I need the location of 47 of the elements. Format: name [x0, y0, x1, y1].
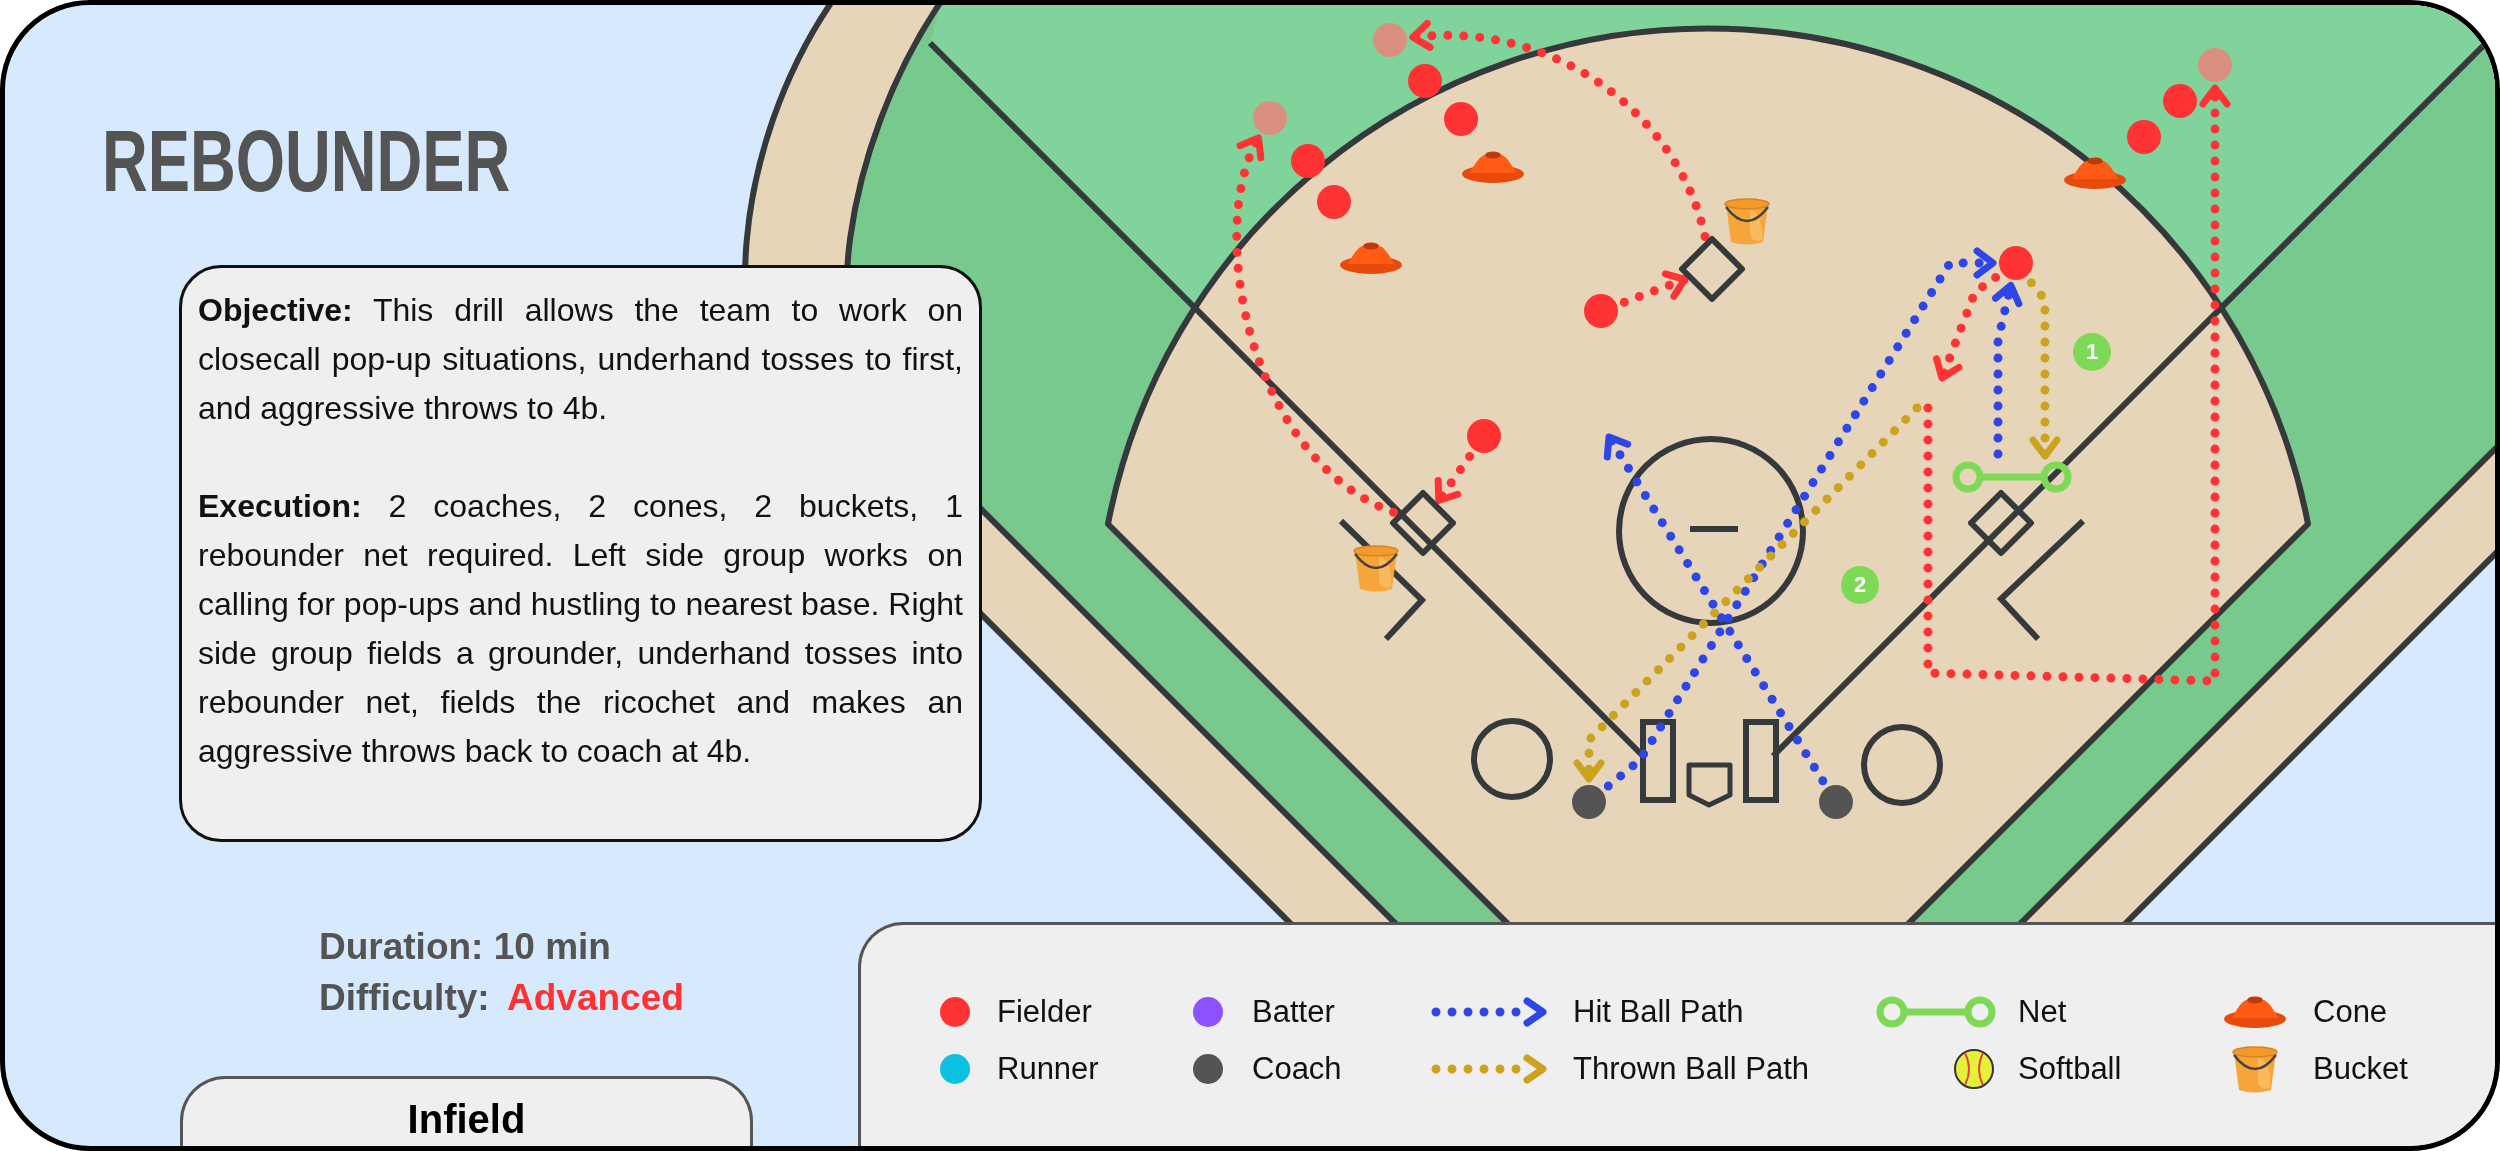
hit-ball-path-arrow	[1603, 247, 1998, 791]
hit-ball-path-arrow	[1991, 280, 2023, 459]
legend-label: Runner	[997, 1051, 1099, 1087]
fielder-dot	[1584, 294, 1618, 328]
fielder-dot	[1291, 144, 1325, 178]
hit-ball-path-arrow	[1603, 432, 1828, 786]
fielder-dot	[1444, 102, 1478, 136]
difficulty-label: Difficulty:	[319, 976, 490, 1020]
legend-label: Hit Ball Path	[1573, 994, 1744, 1030]
base-diamond	[1679, 236, 1745, 302]
legend-label: Softball	[2018, 1051, 2122, 1087]
thrown-ball-path-arrow	[1573, 403, 1922, 784]
fielder-dot	[1317, 185, 1351, 219]
fielder-dot	[2127, 120, 2161, 154]
fielder-dot	[1408, 64, 1442, 98]
running-path-arrow	[1933, 272, 2001, 383]
coach-dot	[1572, 785, 1606, 819]
execution-text: Execution: 2 coaches, 2 cones, 2 buckets, 1 rebounder net required. Left side group works on calling for pop-ups and hustling to nearest base. Right side group fields a grounder, underhand tosses into rebounder net, fields the ricochet and makes an aggressive throws back to coach at 4b.	[198, 487, 963, 771]
base-diamond	[1390, 490, 1456, 556]
fielder-dot	[1373, 23, 1407, 57]
running-path-arrow	[1923, 83, 2231, 686]
legend-label: Coach	[1252, 1051, 1342, 1087]
description-card	[179, 265, 982, 842]
fielder-dot	[2163, 84, 2197, 118]
difficulty-value: Advanced	[507, 976, 684, 1020]
legend-label: Cone	[2313, 994, 2388, 1030]
running-path-arrow	[1408, 20, 1710, 241]
legend-label: Bucket	[2313, 1051, 2408, 1087]
fielder-dot	[1467, 419, 1501, 453]
fielder-dot	[2198, 48, 2232, 82]
duration-text: Duration: 10 min	[319, 925, 611, 969]
running-path-arrow	[1619, 270, 1690, 307]
infield-tab: Infield	[180, 1076, 753, 1146]
legend-label: Net	[2018, 994, 2067, 1030]
running-path-arrow	[1232, 133, 1398, 517]
thrown-ball-path-arrow	[2026, 278, 2061, 461]
drill-title: REBOUNDER	[102, 117, 511, 205]
fielder-dot	[1999, 246, 2033, 280]
net-icon	[1952, 461, 2072, 493]
legend-label: Thrown Ball Path	[1573, 1051, 1810, 1087]
objective-text: Objective: This drill allows the team to work on closecall pop-up situations, underhand tosses to first, and aggressive throws to 4b.	[198, 291, 963, 428]
coach-dot	[1819, 785, 1853, 819]
fielder-dot	[1253, 101, 1287, 135]
base-diamond	[1968, 490, 2034, 556]
legend-label: Batter	[1252, 994, 1335, 1030]
legend-label: Fielder	[997, 994, 1092, 1030]
running-path-arrow	[1434, 452, 1475, 505]
